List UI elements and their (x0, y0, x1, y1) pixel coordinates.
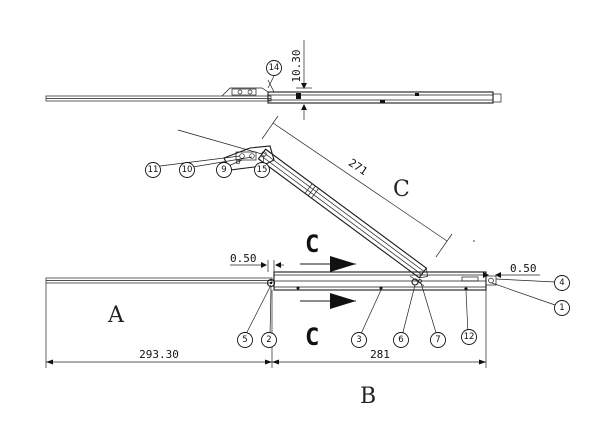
inclined-arm: 271 C (177, 115, 475, 279)
leader-lines (159, 75, 556, 337)
svg-text:4: 4 (559, 278, 564, 288)
balloon-2: 2 (261, 332, 277, 348)
balloon-3: 3 (351, 332, 367, 348)
balloon-7: 7 (430, 332, 446, 348)
svg-text:11: 11 (148, 165, 159, 175)
svg-text:12: 12 (464, 332, 475, 342)
balloon-1: 1 (554, 300, 570, 316)
balloon-4: 4 (554, 275, 570, 291)
svg-text:6: 6 (398, 335, 403, 345)
view-label-a: A (107, 303, 125, 328)
dim-top-height: 10.30 (290, 49, 303, 82)
svg-text:5: 5 (242, 335, 247, 345)
section-label-c-bottom: C (305, 323, 319, 351)
svg-text:3: 3 (356, 335, 361, 345)
balloon-11: 10 (179, 162, 195, 178)
balloon-12: 11 (145, 162, 161, 178)
section-label-c-top: C (305, 230, 319, 258)
front-view: C C 0.50 0.50 293.30 281 A B (45, 230, 540, 409)
top-view: 10.30 (45, 40, 502, 120)
svg-text:15: 15 (257, 165, 268, 175)
svg-text:1: 1 (559, 303, 564, 313)
balloon-10: 12 (461, 329, 477, 345)
balloon-6: 6 (393, 332, 409, 348)
balloon-5: 5 (237, 332, 253, 348)
balloon-14: 14 (266, 60, 282, 76)
dim-left-length: 293.30 (139, 348, 179, 361)
balloon-15: 15 (254, 162, 270, 178)
dim-gap-right: 0.50 (510, 262, 537, 275)
svg-text:7: 7 (435, 335, 440, 345)
dim-gap-left: 0.50 (230, 252, 257, 265)
view-label-c-arm: C (393, 177, 410, 202)
balloon-9: 9 (216, 162, 232, 178)
svg-text:14: 14 (269, 63, 280, 73)
svg-text:10: 10 (182, 165, 193, 175)
view-label-b: B (360, 384, 376, 409)
dim-right-length: 281 (370, 348, 390, 361)
svg-text:2: 2 (266, 335, 271, 345)
svg-text:9: 9 (221, 165, 226, 175)
